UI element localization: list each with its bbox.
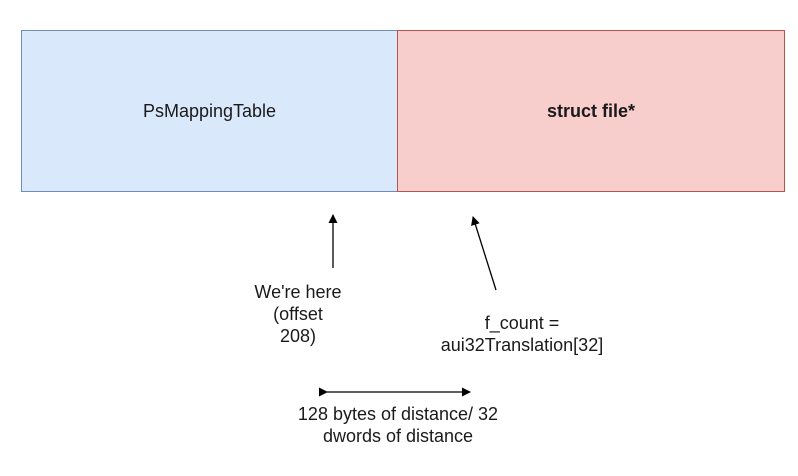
ps-mapping-table-block: PsMappingTable xyxy=(21,30,398,192)
fcount-annotation-line-1: f_count = xyxy=(484,313,560,333)
distance-annotation-line-1: 128 bytes of distance/ 32 xyxy=(297,404,499,424)
fcount-annotation-line-2: aui32Translation[32] xyxy=(440,335,604,355)
struct-file-block: struct file* xyxy=(397,30,785,192)
offset-annotation-line-3: 208) xyxy=(279,326,317,346)
ps-mapping-table-label: PsMappingTable xyxy=(142,100,277,121)
fcount-annotation: f_count = aui32Translation[32] xyxy=(392,312,652,356)
offset-annotation: We're here (offset 208) xyxy=(208,281,388,347)
fcount-pointer-arrow xyxy=(471,216,497,291)
offset-annotation-line-2: (offset xyxy=(273,304,323,324)
distance-annotation: 128 bytes of distance/ 32 dwords of dist… xyxy=(228,403,568,447)
distance-annotation-line-2: dwords of distance xyxy=(322,426,474,446)
struct-file-label: struct file* xyxy=(546,100,636,121)
offset-annotation-line-1: We're here xyxy=(254,282,342,302)
